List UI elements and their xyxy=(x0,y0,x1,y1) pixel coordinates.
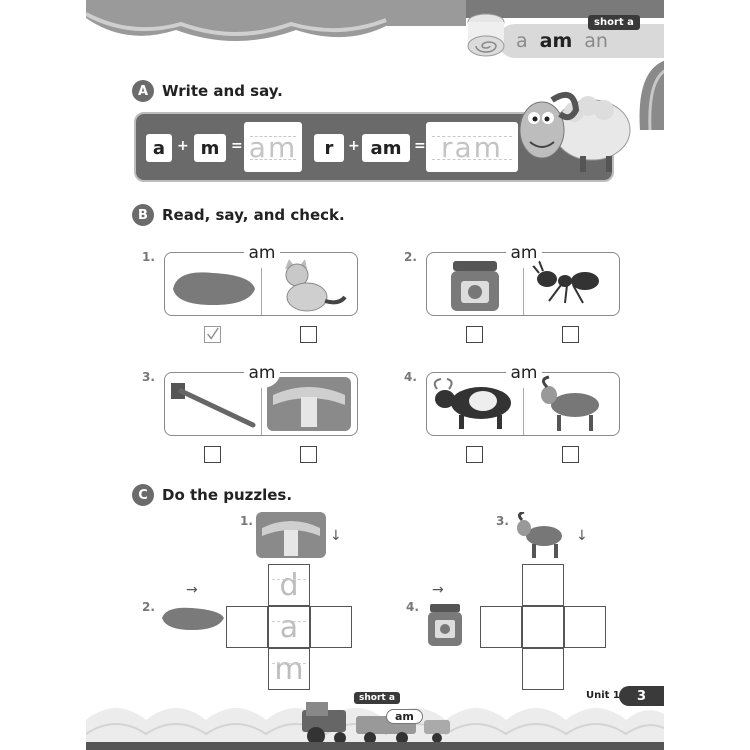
down-arrow: ↓ xyxy=(576,528,588,544)
across-arrow: → xyxy=(186,582,198,598)
dam-icon xyxy=(267,377,351,431)
puzzle-cell[interactable] xyxy=(522,564,564,606)
checkbox-axe[interactable] xyxy=(204,446,221,463)
axe-icon xyxy=(171,383,256,428)
clue-number-down: 1. xyxy=(240,514,253,528)
puzzle-cell[interactable]: m xyxy=(268,648,310,690)
checkbox-ram[interactable] xyxy=(562,446,579,463)
checkbox-yam[interactable] xyxy=(204,326,221,343)
across-arrow: → xyxy=(432,582,444,598)
footer-band xyxy=(86,742,664,750)
cat-icon xyxy=(285,259,347,312)
section-b-badge: B xyxy=(132,204,154,226)
puzzle-cell[interactable] xyxy=(226,606,268,648)
puzzle-cell[interactable] xyxy=(522,606,564,648)
puzzle-cell[interactable]: a xyxy=(268,606,310,648)
curtain-decoration xyxy=(86,0,664,41)
letter-tile-r: r xyxy=(314,134,344,162)
section-a-title: Write and say. xyxy=(162,82,283,100)
puzzle-cell[interactable] xyxy=(522,648,564,690)
cell-letter: m xyxy=(274,651,304,687)
clue-number-across: 2. xyxy=(142,600,155,614)
checkbox-cat[interactable] xyxy=(300,326,317,343)
jam-jar-icon xyxy=(451,261,499,311)
word-family-an: an xyxy=(584,30,608,52)
tractor-word-sign: am xyxy=(386,709,423,724)
header-tab: short a a am an xyxy=(466,8,664,58)
checkbox-jam[interactable] xyxy=(466,326,483,343)
picture-card xyxy=(164,372,358,436)
dam-clue-icon xyxy=(256,512,326,558)
clue-number-across: 4. xyxy=(406,600,419,614)
letter-tile-m: m xyxy=(194,134,226,162)
item-number: 4. xyxy=(404,370,417,384)
word-bubble: am xyxy=(244,238,280,268)
equals-sign: = xyxy=(231,138,243,154)
letter-tile-am: am xyxy=(362,134,410,162)
word-bubble: am xyxy=(506,358,542,388)
puzzle-cell[interactable] xyxy=(310,606,352,648)
word-bubble: am xyxy=(244,358,280,388)
ribbon-decoration xyxy=(639,60,664,130)
section-b-title: Read, say, and check. xyxy=(162,206,345,224)
page-number: 3 xyxy=(619,686,664,706)
answer-box-ram[interactable]: ram xyxy=(426,122,518,172)
item-number: 3. xyxy=(142,370,155,384)
checkbox-yak[interactable] xyxy=(466,446,483,463)
section-c-title: Do the puzzles. xyxy=(162,486,293,504)
puzzle-cell[interactable] xyxy=(564,606,606,648)
letter-tile-a: a xyxy=(146,134,172,162)
tractor-icon xyxy=(302,702,450,745)
word-bubble: am xyxy=(506,238,542,268)
clue-number-down: 3. xyxy=(496,514,509,528)
section-b-heading: B Read, say, and check. xyxy=(132,204,345,226)
word-family-a: a xyxy=(516,30,528,52)
checkbox-ant[interactable] xyxy=(562,326,579,343)
plus-sign: + xyxy=(348,138,360,154)
unit-label: Unit 1 xyxy=(586,690,620,701)
item-number: 2. xyxy=(404,250,417,264)
puzzle-cell[interactable] xyxy=(480,606,522,648)
puzzle-cell[interactable]: d xyxy=(268,564,310,606)
equals-sign: = xyxy=(414,138,426,154)
yak-icon xyxy=(433,378,511,429)
tractor-short-label: short a xyxy=(354,692,400,704)
ram-icon xyxy=(541,375,599,431)
word-family-list: a am an xyxy=(516,30,608,52)
short-vowel-label: short a xyxy=(588,15,640,30)
down-arrow: ↓ xyxy=(330,528,342,544)
jam-clue-icon xyxy=(428,604,462,646)
worksheet-page: short a a am an A Write and say. a + m =… xyxy=(86,0,664,750)
word-family-am: am xyxy=(539,30,573,52)
section-a-badge: A xyxy=(132,80,154,102)
checkbox-dam[interactable] xyxy=(300,446,317,463)
plus-sign: + xyxy=(177,138,189,154)
section-c-heading: C Do the puzzles. xyxy=(132,484,292,506)
cell-letter: d xyxy=(279,567,299,603)
scroll-roll-icon xyxy=(467,13,505,57)
yam-clue-icon xyxy=(162,607,224,630)
cell-letter: a xyxy=(279,609,299,645)
answer-box-am[interactable]: am xyxy=(244,122,302,172)
ram-mascot-icon xyxy=(519,91,631,172)
section-a-heading: A Write and say. xyxy=(132,80,283,102)
item-number: 1. xyxy=(142,250,155,264)
section-c-badge: C xyxy=(132,484,154,506)
ant-icon xyxy=(530,260,599,304)
ram-clue-icon xyxy=(517,512,562,558)
yam-icon xyxy=(173,272,255,305)
